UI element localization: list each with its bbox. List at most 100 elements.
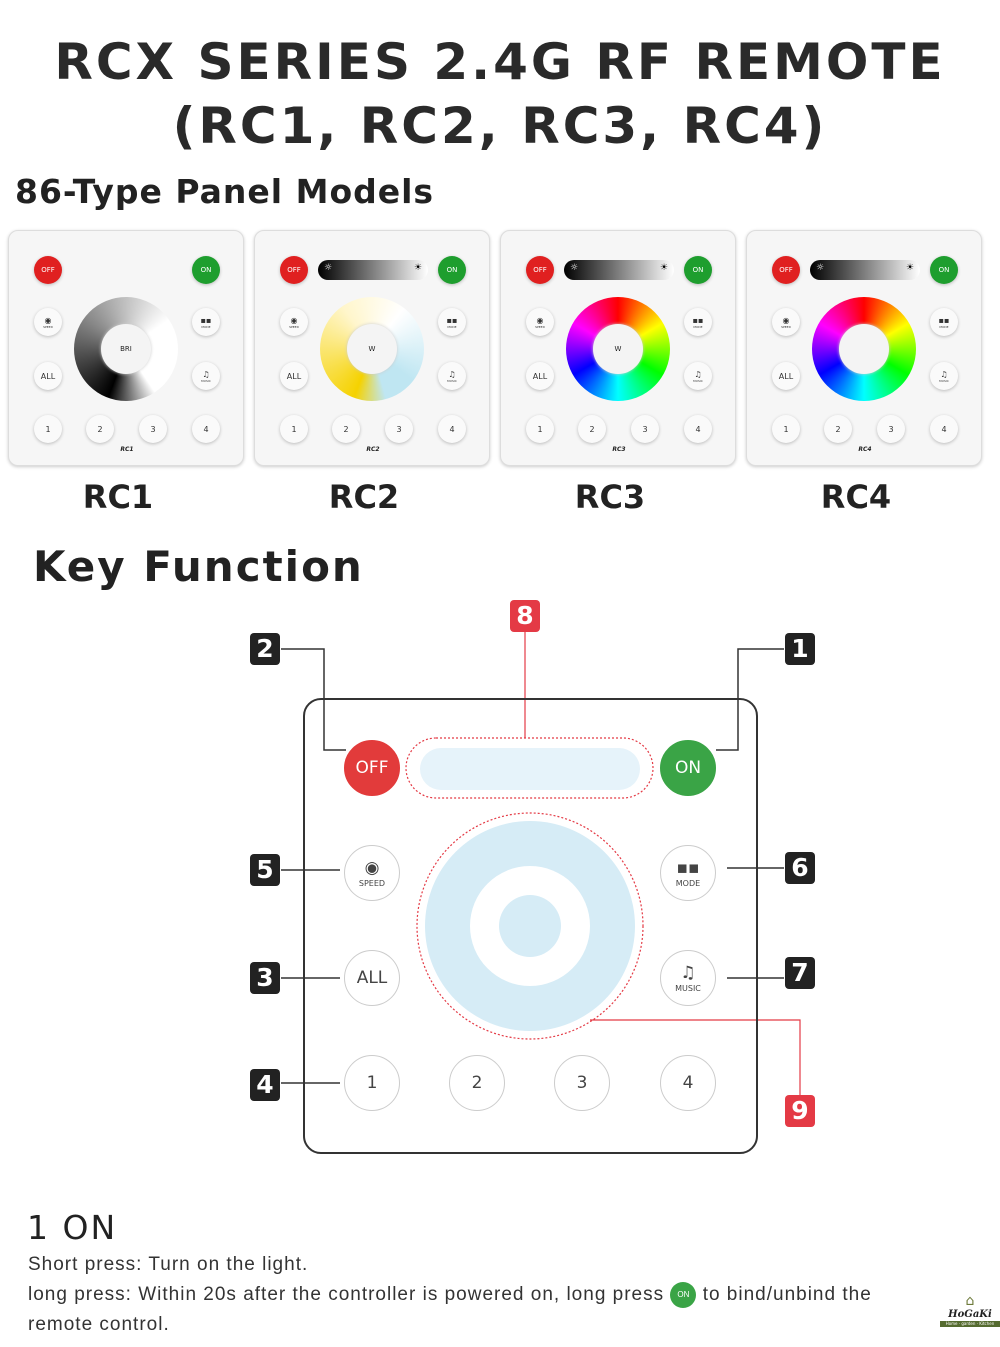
badge-5: 5 (250, 854, 280, 886)
mode-button: ▪▪MODE (192, 308, 220, 336)
leaf-house-icon: ⌂ (965, 1293, 975, 1309)
off-button[interactable]: OFF (344, 740, 400, 796)
all-button: ALL (280, 362, 308, 390)
off-button: OFF (772, 256, 800, 284)
color-wheel[interactable] (425, 821, 635, 1031)
off-button: OFF (280, 256, 308, 284)
speed-label: SPEED (358, 879, 386, 888)
mode-label: MODE (675, 879, 701, 888)
zone-button: 3 (139, 415, 167, 443)
panel-tag: RC2 (366, 446, 380, 453)
ring-center-label: BRI (101, 324, 151, 374)
zone-button: 3 (877, 415, 905, 443)
logo-name: HoGaKi (948, 1309, 992, 1320)
panel-tag: RC3 (612, 446, 626, 453)
on-button: ON (684, 256, 712, 284)
mode-button: ▪▪MODE (438, 308, 466, 336)
off-button: OFF (34, 256, 62, 284)
zone-button: 1 (34, 415, 62, 443)
zone-button: 1 (280, 415, 308, 443)
badge-1: 1 (785, 633, 815, 665)
on-button: ON (438, 256, 466, 284)
music-button: ♫MUSIC (438, 362, 466, 390)
badge-2: 2 (250, 633, 280, 665)
brightness-slider[interactable] (420, 748, 640, 790)
long-press-text-cont: remote control. (28, 1314, 170, 1335)
on-button[interactable]: ON (660, 740, 716, 796)
all-button: ALL (526, 362, 554, 390)
mode-button: ▪▪MODE (684, 308, 712, 336)
panel-tag: RC1 (120, 446, 134, 453)
section-heading: 1 ON (27, 1208, 118, 1247)
brightness-bar: ☼☀ (564, 260, 674, 280)
title-line-1: RCX SERIES 2.4G RF REMOTE (54, 33, 946, 91)
panels-heading: 86-Type Panel Models (15, 172, 435, 211)
on-chip-icon: ON (670, 1281, 697, 1308)
model-name: RC1 (82, 478, 154, 516)
all-button: ALL (34, 362, 62, 390)
title-line-2: (RC1, RC2, RC3, RC4) (172, 97, 828, 155)
mode-button[interactable]: ▪▪MODE (660, 845, 716, 901)
all-button[interactable]: ALL (344, 950, 400, 1006)
brand-logo: ⌂ HoGaKi Home · garden · Kitchen (940, 1293, 1000, 1327)
all-button: ALL (772, 362, 800, 390)
music-label: MUSIC (675, 984, 701, 993)
zone-button: 4 (438, 415, 466, 443)
color-ring: BRI (74, 297, 178, 401)
zone-button: 2 (332, 415, 360, 443)
zone-button: 2 (824, 415, 852, 443)
badge-6: 6 (785, 852, 815, 884)
mode-button: ▪▪MODE (930, 308, 958, 336)
all-label: ALL (356, 968, 388, 988)
speed-button: ◉SPEED (526, 308, 554, 336)
ring-center-label: W (593, 324, 643, 374)
page-title: RCX SERIES 2.4G RF REMOTE (RC1, RC2, RC3,… (0, 30, 1000, 158)
music-button[interactable]: ♫MUSIC (660, 950, 716, 1006)
color-ring: W (566, 297, 670, 401)
logo-tagline: Home · garden · Kitchen (940, 1321, 1000, 1327)
long-press-b: to bind/unbind the (702, 1284, 872, 1305)
on-label: ON (674, 758, 702, 778)
zone-2-button[interactable]: 2 (449, 1055, 505, 1111)
color-ring (812, 297, 916, 401)
on-button: ON (930, 256, 958, 284)
badge-7: 7 (785, 957, 815, 989)
zone-3-button[interactable]: 3 (554, 1055, 610, 1111)
model-name: RC4 (820, 478, 892, 516)
speed-button: ◉SPEED (280, 308, 308, 336)
badge-8: 8 (510, 600, 540, 632)
long-press-text: long press: Within 20s after the control… (28, 1280, 933, 1340)
on-button: ON (192, 256, 220, 284)
zone-4-button[interactable]: 4 (660, 1055, 716, 1111)
music-button: ♫MUSIC (930, 362, 958, 390)
zone-button: 1 (526, 415, 554, 443)
ring-center-label: W (347, 324, 397, 374)
zone-button: 2 (578, 415, 606, 443)
model-name: RC2 (328, 478, 400, 516)
music-icon: ♫ (680, 963, 696, 983)
short-press-text: Short press: Turn on the light. (28, 1254, 309, 1275)
long-press-a: long press: Within 20s after the control… (28, 1284, 665, 1305)
key-function-heading: Key Function (33, 542, 364, 591)
speed-button: ◉SPEED (34, 308, 62, 336)
zone-1-button[interactable]: 1 (344, 1055, 400, 1111)
color-ring: W (320, 297, 424, 401)
speed-button[interactable]: ◉SPEED (344, 845, 400, 901)
off-button: OFF (526, 256, 554, 284)
zone-button: 2 (86, 415, 114, 443)
speed-button: ◉SPEED (772, 308, 800, 336)
music-button: ♫MUSIC (684, 362, 712, 390)
model-name: RC3 (574, 478, 646, 516)
mode-icon: ▪▪ (676, 858, 700, 878)
badge-4: 4 (250, 1069, 280, 1101)
brightness-bar: ☼☀ (810, 260, 920, 280)
badge-9: 9 (785, 1095, 815, 1127)
music-button: ♫MUSIC (192, 362, 220, 390)
badge-3: 3 (250, 962, 280, 994)
zone-button: 3 (385, 415, 413, 443)
zone-button: 4 (684, 415, 712, 443)
speed-icon: ◉ (364, 858, 380, 878)
